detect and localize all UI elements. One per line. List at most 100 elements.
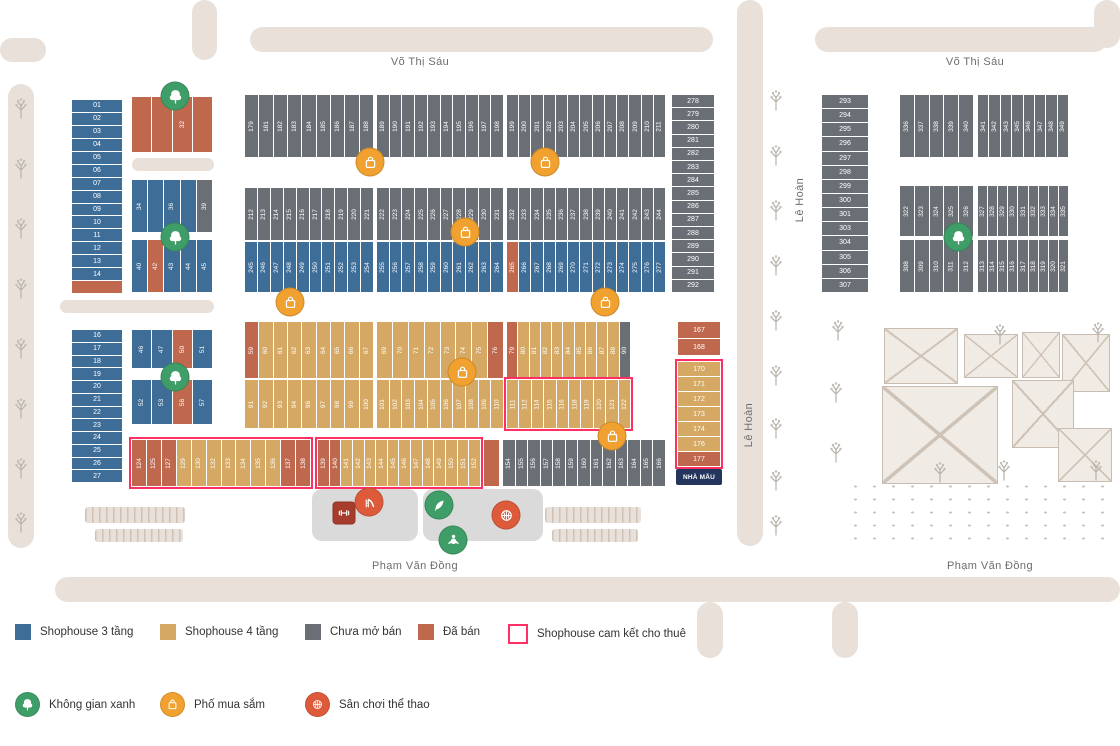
lot-230[interactable]: 230	[478, 188, 491, 240]
lot-76[interactable]: 76	[488, 322, 503, 378]
lot-188[interactable]: 188	[359, 95, 373, 157]
lot-154[interactable]: 154	[503, 440, 515, 486]
lot-314[interactable]: 314	[988, 240, 998, 292]
lot-42[interactable]: 42	[148, 240, 164, 292]
lot-20[interactable]: 20	[72, 381, 122, 393]
lot-217[interactable]: 217	[309, 188, 322, 240]
lot-151[interactable]: 151	[457, 440, 469, 486]
lot-220[interactable]: 220	[348, 188, 361, 240]
lot-97[interactable]: 97	[316, 380, 330, 428]
lot-291[interactable]: 291	[672, 266, 714, 279]
lot-172[interactable]: 172	[678, 392, 720, 406]
lot-257[interactable]: 257	[402, 242, 415, 292]
lot-266[interactable]: 266	[519, 242, 531, 292]
lot-223[interactable]: 223	[389, 188, 402, 240]
lot-227[interactable]: 227	[440, 188, 453, 240]
lot-19[interactable]: 19	[72, 368, 122, 380]
lot-139[interactable]: 139	[318, 440, 329, 486]
lot-332[interactable]: 332	[1028, 186, 1038, 236]
lot-79[interactable]: 79	[507, 322, 518, 378]
lot-273[interactable]: 273	[604, 242, 617, 292]
lot-18[interactable]: 18	[72, 355, 122, 368]
lot-239[interactable]: 239	[592, 188, 604, 240]
lot-231[interactable]: 231	[491, 188, 504, 240]
lot-235[interactable]: 235	[543, 188, 555, 240]
lot-40[interactable]: 40	[132, 240, 148, 292]
lot[interactable]	[484, 440, 499, 486]
lot-246[interactable]: 246	[257, 242, 270, 292]
lot-121[interactable]: 121	[606, 380, 618, 428]
lot-209[interactable]: 209	[629, 95, 641, 157]
lot-80[interactable]: 80	[518, 322, 529, 378]
lot-174[interactable]: 174	[678, 422, 720, 436]
lot-185[interactable]: 185	[316, 95, 330, 157]
lot-261[interactable]: 261	[453, 242, 465, 292]
lot-244[interactable]: 244	[653, 188, 666, 240]
lot-51[interactable]: 51	[192, 330, 212, 368]
lot-134[interactable]: 134	[236, 440, 251, 486]
lot-255[interactable]: 255	[377, 242, 389, 292]
lot-306[interactable]: 306	[822, 264, 868, 278]
lot-203[interactable]: 203	[555, 95, 568, 157]
lot-62[interactable]: 62	[287, 322, 302, 378]
lot-130[interactable]: 130	[191, 440, 206, 486]
lot-14[interactable]: 14	[72, 268, 122, 281]
lot-34[interactable]: 34	[132, 180, 148, 232]
lot-173[interactable]: 173	[678, 407, 720, 421]
lot-280[interactable]: 280	[672, 121, 714, 134]
lot-160[interactable]: 160	[578, 440, 590, 486]
lot-259[interactable]: 259	[427, 242, 440, 292]
lot-161[interactable]: 161	[590, 440, 603, 486]
lot-216[interactable]: 216	[296, 188, 309, 240]
lot-69[interactable]: 69	[377, 322, 392, 378]
lot-92[interactable]: 92	[259, 380, 273, 428]
lot-10[interactable]: 10	[72, 216, 122, 229]
lot-322[interactable]: 322	[900, 186, 914, 236]
lot-263[interactable]: 263	[478, 242, 491, 292]
lot-346[interactable]: 346	[1023, 95, 1034, 157]
lot-320[interactable]: 320	[1048, 240, 1058, 292]
lot-260[interactable]: 260	[440, 242, 453, 292]
lot-83[interactable]: 83	[552, 322, 563, 378]
lot-264[interactable]: 264	[491, 242, 504, 292]
lot-96[interactable]: 96	[302, 380, 316, 428]
lot-07[interactable]: 07	[72, 177, 122, 190]
lot-157[interactable]: 157	[540, 440, 553, 486]
lot-120[interactable]: 120	[593, 380, 606, 428]
lot-09[interactable]: 09	[72, 203, 122, 216]
lot-258[interactable]: 258	[415, 242, 427, 292]
lot-282[interactable]: 282	[672, 147, 714, 161]
lot-155[interactable]: 155	[515, 440, 528, 486]
lot-03[interactable]: 03	[72, 125, 122, 138]
lot-72[interactable]: 72	[424, 322, 440, 378]
lot-293[interactable]: 293	[822, 95, 868, 109]
lot-303[interactable]: 303	[822, 222, 868, 236]
lot-87[interactable]: 87	[597, 322, 608, 378]
lot-253[interactable]: 253	[348, 242, 361, 292]
lot-333[interactable]: 333	[1038, 186, 1048, 236]
lot-164[interactable]: 164	[628, 440, 640, 486]
lot-298[interactable]: 298	[822, 165, 868, 179]
lot-219[interactable]: 219	[335, 188, 348, 240]
lot-329[interactable]: 329	[998, 186, 1008, 236]
lot-316[interactable]: 316	[1008, 240, 1018, 292]
lot-114[interactable]: 114	[531, 380, 544, 428]
lot-208[interactable]: 208	[617, 95, 629, 157]
lot-290[interactable]: 290	[672, 253, 714, 266]
lot-179[interactable]: 179	[245, 95, 259, 157]
lot-112[interactable]: 112	[519, 380, 531, 428]
lot-08[interactable]: 08	[72, 190, 122, 203]
lot-274[interactable]: 274	[617, 242, 629, 292]
lot-104[interactable]: 104	[415, 380, 427, 428]
lot-288[interactable]: 288	[672, 227, 714, 240]
lot-237[interactable]: 237	[568, 188, 580, 240]
lot-319[interactable]: 319	[1038, 240, 1048, 292]
lot-213[interactable]: 213	[257, 188, 270, 240]
lot-98[interactable]: 98	[330, 380, 345, 428]
lot-70[interactable]: 70	[392, 322, 408, 378]
lot-338[interactable]: 338	[929, 95, 944, 157]
lot-46[interactable]: 46	[132, 330, 152, 368]
lot-328[interactable]: 328	[988, 186, 998, 236]
lot-01[interactable]: 01	[72, 100, 122, 112]
lot-149[interactable]: 149	[434, 440, 446, 486]
